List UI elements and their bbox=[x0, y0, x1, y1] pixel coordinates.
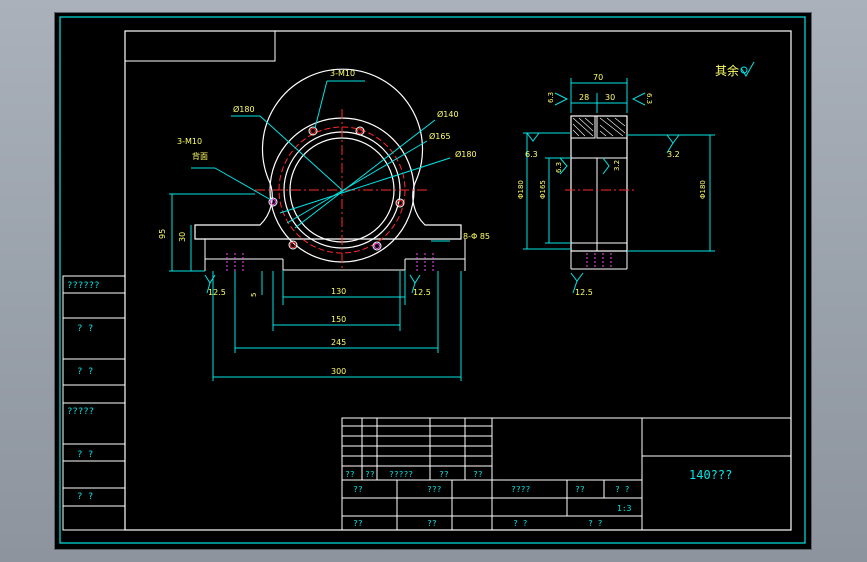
side-cell-1: ? ? bbox=[77, 324, 93, 334]
part-title: 140??? bbox=[689, 468, 732, 482]
fv-dim-245: 245 bbox=[331, 338, 346, 347]
tb-a2: ????? bbox=[389, 470, 413, 479]
sv-dia-right: Φ180 bbox=[699, 180, 707, 199]
side-cell-2: ? ? bbox=[77, 367, 93, 377]
fv-depth-note: 背面 bbox=[192, 151, 208, 161]
tb-c2: ? ? bbox=[513, 519, 528, 528]
drawing-border bbox=[124, 30, 792, 531]
sv-rough-bottom: 12.5 bbox=[575, 288, 593, 297]
tb-b2: ???? bbox=[511, 485, 530, 494]
sv-dim-30: 30 bbox=[605, 93, 615, 102]
sv-rough-right: 3.2 bbox=[667, 150, 680, 159]
sv-inner-l: 6.3 bbox=[555, 162, 563, 173]
sv-rough-top-r: 6.3 bbox=[645, 93, 653, 104]
sv-dim-28: 28 bbox=[579, 93, 589, 102]
fv-dia-140: Ø140 bbox=[437, 109, 459, 119]
front-view: 3-M10 Ø180 Ø140 Ø165 Ø180 3-M10 背面 8-Φ 8… bbox=[158, 68, 490, 381]
fv-offset: 5 bbox=[250, 293, 258, 297]
scale-value: 1:3 bbox=[617, 504, 632, 513]
side-cell-0: ?????? bbox=[67, 281, 100, 291]
title-block: ?? ?? ????? ?? ?? ?? ??? ???? ?? ? ? ?? … bbox=[341, 417, 792, 531]
cad-viewport[interactable]: ?????? ? ? ? ? ????? ? ? ? ? ?? ?? ??? bbox=[55, 13, 811, 549]
side-cell-5: ? ? bbox=[77, 492, 93, 502]
fv-dia-165: Ø165 bbox=[429, 131, 451, 141]
tb-b3: ?? bbox=[575, 485, 585, 494]
tb-b4: ? ? bbox=[615, 485, 630, 494]
fv-hole-top: 3-M10 bbox=[330, 69, 355, 78]
side-cell-4: ? ? bbox=[77, 450, 93, 460]
fv-rough-left: 12.5 bbox=[208, 288, 226, 297]
fv-height-small: 30 bbox=[178, 232, 187, 242]
fv-dia-180: Ø180 bbox=[233, 104, 255, 114]
fv-hole-left: 3-M10 bbox=[177, 137, 202, 146]
sv-rough-mid-l: 6.3 bbox=[525, 150, 538, 159]
cad-drawing: ?????? ? ? ? ? ????? ? ? ? ? ?? ?? ??? bbox=[59, 16, 806, 544]
tb-c3: ? ? bbox=[588, 519, 603, 528]
side-cell-3: ????? bbox=[67, 407, 94, 417]
tb-a1: ?? bbox=[365, 470, 375, 479]
fv-dim-300: 300 bbox=[331, 367, 346, 376]
fv-dim-150: 150 bbox=[331, 315, 346, 324]
tb-a0: ?? bbox=[345, 470, 355, 479]
tb-c1: ?? bbox=[427, 519, 437, 528]
roughness-note: 其余 bbox=[715, 61, 755, 78]
side-table: ?????? ? ? ? ? ????? ? ? ? ? bbox=[62, 275, 126, 531]
sv-rough-top-l: 6.3 bbox=[547, 92, 555, 103]
top-left-box bbox=[125, 31, 276, 62]
roughness-note-text: 其余 bbox=[715, 63, 739, 78]
tb-a3: ?? bbox=[439, 470, 449, 479]
fv-dim-130: 130 bbox=[331, 287, 346, 296]
fv-height-total: 95 bbox=[158, 229, 167, 239]
sv-dia-left: Φ180 bbox=[517, 180, 525, 199]
fv-rough-right: 12.5 bbox=[413, 288, 431, 297]
outer-frame bbox=[59, 16, 806, 544]
sv-dim-70: 70 bbox=[593, 73, 603, 82]
side-view: 70 28 30 6.3 6.3 Φ180 Φ165 6.3 6.3 3.2 Φ… bbox=[517, 73, 715, 297]
tb-b1: ??? bbox=[427, 485, 442, 494]
tb-b0: ?? bbox=[353, 485, 363, 494]
tb-a4: ?? bbox=[473, 470, 483, 479]
sv-inner-r: 3.2 bbox=[613, 160, 621, 171]
fv-dia-190: Ø180 bbox=[455, 149, 477, 159]
tb-c0: ?? bbox=[353, 519, 363, 528]
sv-dia-inner: Φ165 bbox=[539, 180, 547, 199]
fv-base-holes: 8-Φ 85 bbox=[463, 232, 490, 241]
